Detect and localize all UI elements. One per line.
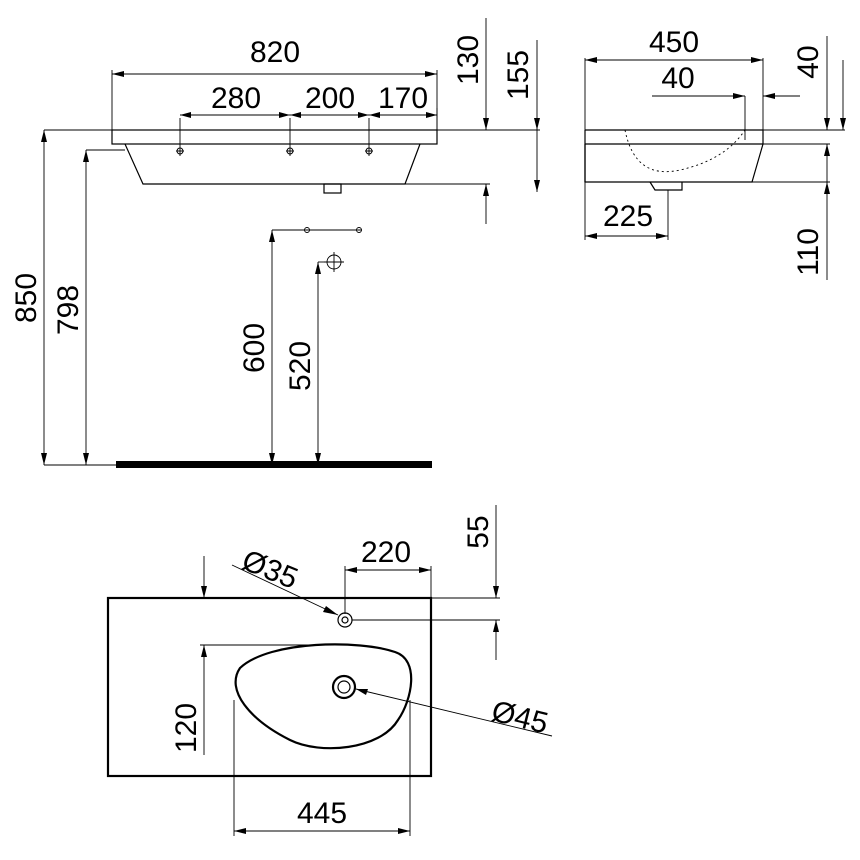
label-d45: Ø45 xyxy=(488,695,551,741)
front-waste-outlet xyxy=(323,183,342,194)
label-450: 450 xyxy=(649,26,699,59)
dim-tap-hole-220: 220 xyxy=(344,536,432,614)
dim-height-520: 520 xyxy=(284,252,344,465)
dim-tap-spacing: 280 200 170 xyxy=(180,82,438,130)
plan-view: Ø35 220 55 xyxy=(106,505,553,836)
label-798: 798 xyxy=(52,285,85,335)
label-120: 120 xyxy=(170,703,203,753)
side-view: 450 40 40 110 xyxy=(584,26,846,280)
label-200: 200 xyxy=(305,82,355,115)
dim-drain-225: 225 xyxy=(584,182,669,240)
label-850: 850 xyxy=(10,273,43,323)
label-220: 220 xyxy=(361,536,411,569)
floor-line xyxy=(116,461,432,468)
dim-width-820: 820 xyxy=(111,36,438,130)
label-110: 110 xyxy=(792,228,825,276)
label-820: 820 xyxy=(250,36,300,69)
label-130: 130 xyxy=(452,35,485,85)
label-520: 520 xyxy=(284,341,317,391)
label-40-rim: 40 xyxy=(661,62,694,95)
plan-bowl xyxy=(234,643,413,750)
dim-basin-offset-120: 120 xyxy=(170,644,345,755)
side-bowl-curve xyxy=(624,129,746,173)
label-155: 155 xyxy=(502,50,535,100)
dim-height-850: 850 xyxy=(10,129,112,465)
dim-backsplash-40: 40 xyxy=(763,36,846,131)
label-40-backsplash: 40 xyxy=(792,45,825,78)
label-55: 55 xyxy=(462,515,495,548)
label-225: 225 xyxy=(603,200,653,233)
label-280: 280 xyxy=(211,82,261,115)
dim-drain-height-110: 110 xyxy=(682,143,830,280)
front-view: 820 280 200 170 130 xyxy=(10,18,540,468)
dim-height-798: 798 xyxy=(52,149,125,465)
dim-depth-450: 450 xyxy=(584,26,764,130)
dim-tap-hole-55: 55 xyxy=(352,505,500,660)
side-basin-body xyxy=(584,143,764,183)
tap-hole xyxy=(337,612,353,628)
front-basin-body xyxy=(124,143,421,185)
front-tap-markers xyxy=(176,118,373,156)
front-countertop xyxy=(111,129,438,145)
dim-depth-130-155: 130 155 xyxy=(341,18,540,224)
label-445: 445 xyxy=(297,797,347,830)
label-d35: Ø35 xyxy=(237,544,302,596)
side-countertop xyxy=(585,129,764,145)
plan-drain xyxy=(331,674,357,700)
side-waste-outlet xyxy=(649,181,683,191)
dim-tap-hole-diameter: Ø35 xyxy=(231,544,339,616)
dim-back-edge-arrow xyxy=(201,556,207,598)
dim-basin-width-445: 445 xyxy=(233,700,411,836)
label-600: 600 xyxy=(238,323,271,373)
dim-height-600: 600 xyxy=(238,227,362,465)
label-170: 170 xyxy=(378,82,428,115)
dim-rim-offset-40: 40 xyxy=(652,62,800,99)
plan-countertop xyxy=(106,596,433,778)
